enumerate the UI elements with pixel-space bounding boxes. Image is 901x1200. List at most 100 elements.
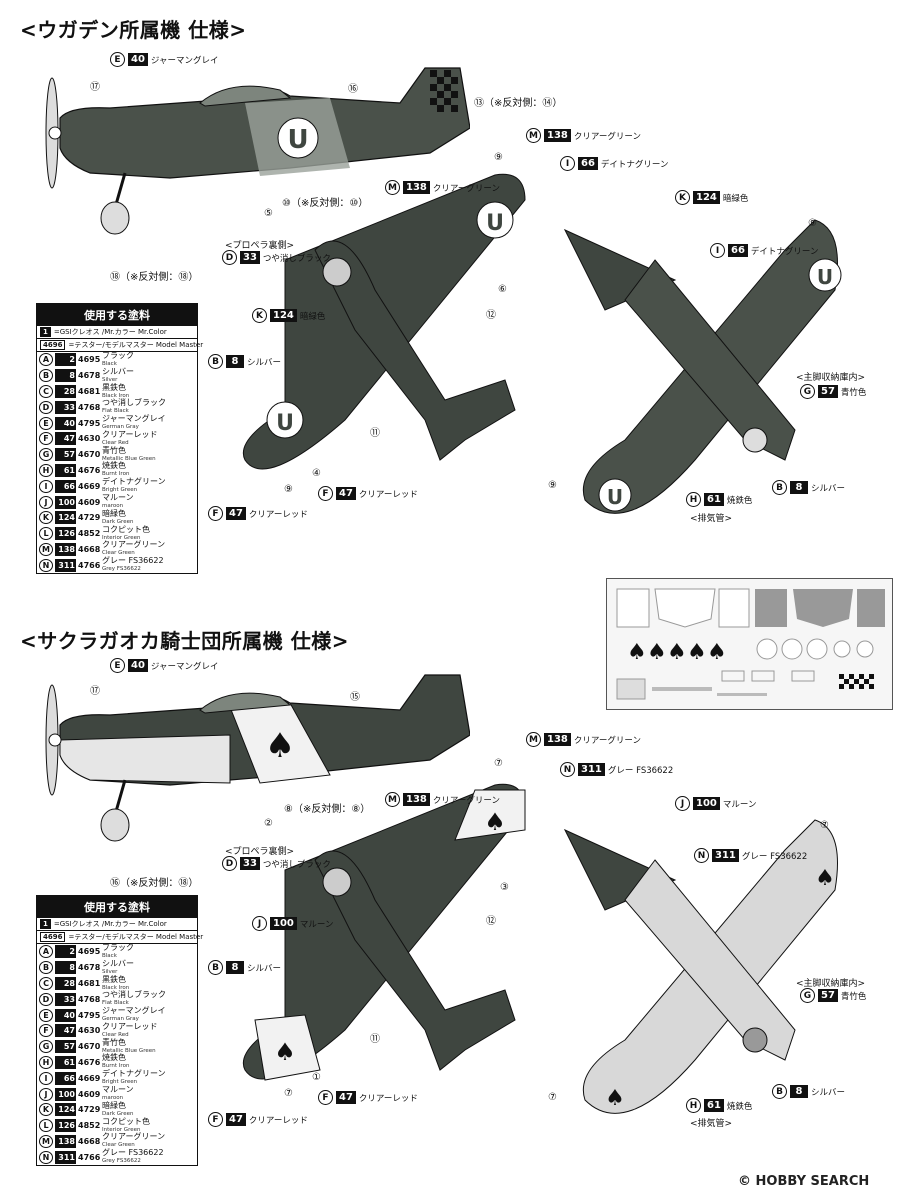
legend-name-en: Grey FS36622	[102, 566, 141, 573]
legend-mrcolor-code: 40	[55, 1008, 76, 1022]
legend-mrcolor-code: 124	[55, 1103, 76, 1117]
legend-mrcolor-code: 57	[55, 448, 76, 462]
legend-name-jp: コクピット色	[102, 1116, 150, 1126]
marker-18: ⑱（※反対側：⑱）	[110, 272, 199, 283]
paint-legend-ugaden: 使用する塗料 1=GSIクレオス /Mr.カラー Mr.Color 4696=テ…	[36, 303, 203, 575]
side-view-aircraft-ugaden: U	[45, 67, 470, 235]
legend-name-en: Clear Red	[102, 1031, 129, 1038]
legend-name-jp: 暗緑色	[102, 508, 126, 518]
legend-modelmaster-code: 4768	[78, 402, 101, 412]
marker-16: ⑯	[348, 84, 358, 95]
legend-letter: M	[39, 542, 53, 556]
legend-modelmaster-code: 4630	[78, 434, 101, 444]
legend-letter: E	[39, 1008, 53, 1022]
legend-name-jp: ジャーマングレイ	[102, 414, 166, 424]
legend-name-jp: クリアーグリーン	[102, 540, 166, 550]
legend-mrcolor-code: 138	[55, 1134, 76, 1148]
legend-mrcolor-code: 28	[55, 384, 76, 398]
marker-2-s2: ②	[264, 818, 273, 829]
marker-12-s2: ⑫	[486, 916, 496, 927]
legend-name-jp: ジャーマングレイ	[102, 1006, 166, 1016]
legend-mrcolor-code: 57	[55, 1040, 76, 1054]
legend-name-en: German Gray	[102, 424, 139, 431]
legend-mrcolor-code: 311	[55, 558, 76, 572]
legend-name-jp: ブラック	[102, 942, 134, 952]
svg-text:U: U	[287, 125, 308, 155]
copyright-icon: ©	[738, 1174, 751, 1189]
decal-sheet-art: ♠ ♠ ♠ ♠ ♠	[616, 588, 885, 700]
legend-mrcolor-code: 100	[55, 1087, 76, 1101]
legend-name-en: Black	[102, 952, 117, 959]
note-exhaust: <排気管>	[690, 514, 733, 524]
legend-modelmaster-code: 4729	[78, 513, 101, 523]
marker-13: ⑬（※反対側：⑭）	[474, 98, 563, 109]
legend-name-en: maroon	[102, 1095, 124, 1102]
legend-letter: H	[39, 463, 53, 477]
svg-text:♠: ♠	[647, 640, 667, 665]
svg-text:♠: ♠	[627, 640, 647, 665]
svg-text:U: U	[486, 211, 504, 236]
decal-sheet: ♠ ♠ ♠ ♠ ♠	[606, 578, 893, 710]
legend-letter: A	[39, 945, 53, 959]
legend-modelmaster-code: 4852	[78, 1121, 101, 1131]
legend-modelmaster-code: 4669	[78, 1073, 101, 1083]
legend-mrcolor-code: 311	[55, 1150, 76, 1164]
legend-modelmaster-code: 4852	[78, 529, 101, 539]
legend-mrcolor-code: 2	[55, 945, 76, 959]
note-exhaust-s2: <排気管>	[690, 1119, 733, 1129]
legend-name-en: Black Iron	[102, 984, 130, 991]
legend-modelmaster-code: 4609	[78, 1089, 101, 1099]
legend-letter: C	[39, 384, 53, 398]
svg-text:♠: ♠	[667, 640, 687, 665]
legend-name-en: Flat Black	[102, 408, 129, 415]
svg-text:♠: ♠	[484, 808, 506, 836]
legend-letter: J	[39, 1087, 53, 1101]
legend-name-jp: 青竹色	[102, 1037, 126, 1047]
legend-name-jp: シルバー	[102, 366, 134, 376]
svg-text:U: U	[276, 411, 294, 436]
legend-name-en: maroon	[102, 503, 124, 510]
legend-note-mrcolor: 1=GSIクレオス /Mr.カラー Mr.Color	[37, 326, 197, 339]
top-view-aircraft-sakuragaoka: ♠ ♠	[243, 783, 526, 1081]
marker-9b: ⑨	[284, 484, 293, 495]
legend-modelmaster-code: 4670	[78, 1042, 101, 1052]
legend-name-en: Metallic Blue Green	[102, 1047, 156, 1054]
legend-name-en: Bright Green	[102, 1079, 138, 1086]
legend-letter: A	[39, 353, 53, 367]
legend-title: 使用する塗料	[37, 304, 197, 326]
legend-name-jp: マルーン	[102, 493, 134, 503]
legend-letter: G	[39, 448, 53, 462]
legend-modelmaster-code: 4676	[78, 1057, 101, 1067]
legend-mrcolor-code: 138	[55, 542, 76, 556]
marker-16-s2: ⑯（※反対側：⑱）	[110, 878, 199, 889]
legend-mrcolor-code: 66	[55, 479, 76, 493]
legend-letter: F	[39, 432, 53, 446]
legend-name-jp: 焼鉄色	[102, 461, 126, 471]
legend-name-jp: ブラック	[102, 350, 134, 360]
logo-text: HOBBY SEARCH	[755, 1174, 870, 1189]
marker-7d-s2: ⑦	[548, 1092, 557, 1103]
legend-mrcolor-code: 33	[55, 400, 76, 414]
